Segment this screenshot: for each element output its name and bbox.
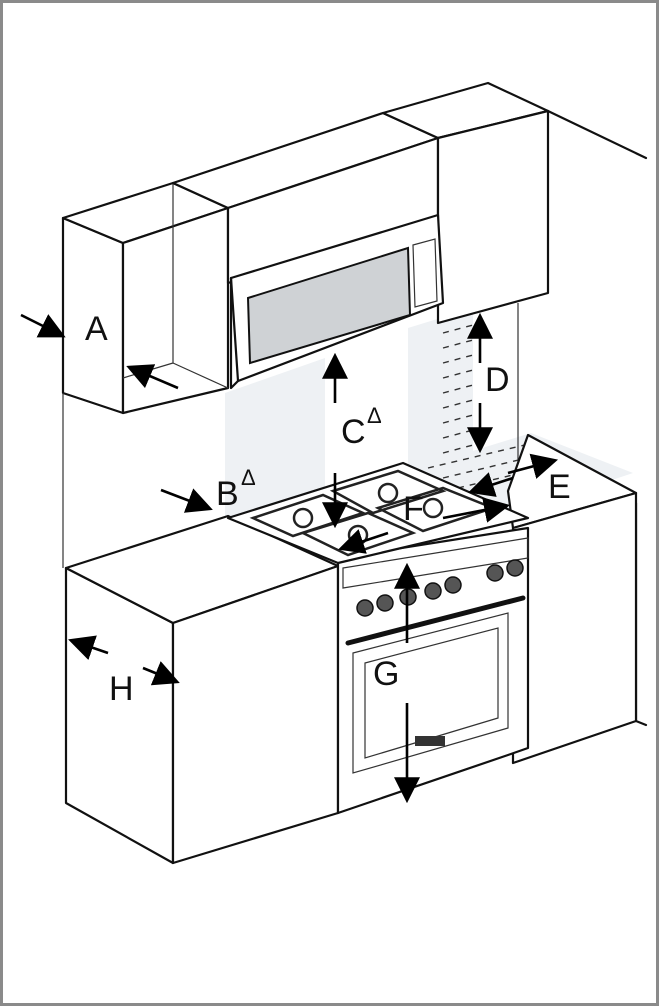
knob-1 bbox=[356, 599, 374, 617]
label-g: G bbox=[373, 655, 399, 693]
arrow-icon bbox=[507, 453, 559, 479]
wall-edge-right bbox=[634, 501, 648, 727]
wall-edge bbox=[546, 109, 648, 160]
kitchen-clearance-diagram: A B Δ C Δ D E F G H bbox=[20, 81, 648, 865]
arrow-icon bbox=[160, 488, 213, 513]
arrow-icon bbox=[68, 635, 109, 661]
delta-icon: Δ bbox=[241, 465, 256, 490]
oven-handle bbox=[345, 595, 526, 646]
arrow-icon bbox=[442, 497, 511, 523]
label-c: C bbox=[341, 413, 366, 451]
arrow-icon bbox=[126, 364, 179, 390]
dimension-arrows bbox=[20, 312, 559, 804]
cooktop bbox=[226, 461, 530, 565]
arrow-icon bbox=[20, 313, 66, 338]
label-e: E bbox=[548, 468, 571, 506]
base-cabinet-left bbox=[64, 514, 340, 865]
oven-door bbox=[352, 612, 509, 774]
brand-badge bbox=[415, 736, 445, 746]
label-d: D bbox=[485, 361, 510, 399]
arrow-icon bbox=[142, 661, 180, 686]
label-a: A bbox=[85, 310, 108, 348]
microwave-control-panel bbox=[412, 238, 438, 308]
knob-7 bbox=[506, 559, 524, 577]
arrow-icon bbox=[338, 529, 389, 554]
arrow-icon bbox=[468, 472, 514, 497]
label-h: H bbox=[109, 670, 134, 708]
clearance-zone-right bbox=[408, 308, 473, 488]
knob-2 bbox=[376, 594, 394, 612]
upper-cabinet-right bbox=[381, 81, 550, 325]
delta-icon: Δ bbox=[367, 403, 382, 428]
label-f: F bbox=[403, 490, 424, 528]
gas-range bbox=[226, 461, 530, 815]
over-the-range-microwave bbox=[229, 213, 445, 390]
upper-cabinet-left bbox=[61, 181, 230, 415]
knob-5 bbox=[444, 576, 462, 594]
knob-6 bbox=[486, 564, 504, 582]
label-b: B bbox=[216, 475, 239, 513]
knob-4 bbox=[424, 582, 442, 600]
microwave-window bbox=[246, 246, 412, 365]
